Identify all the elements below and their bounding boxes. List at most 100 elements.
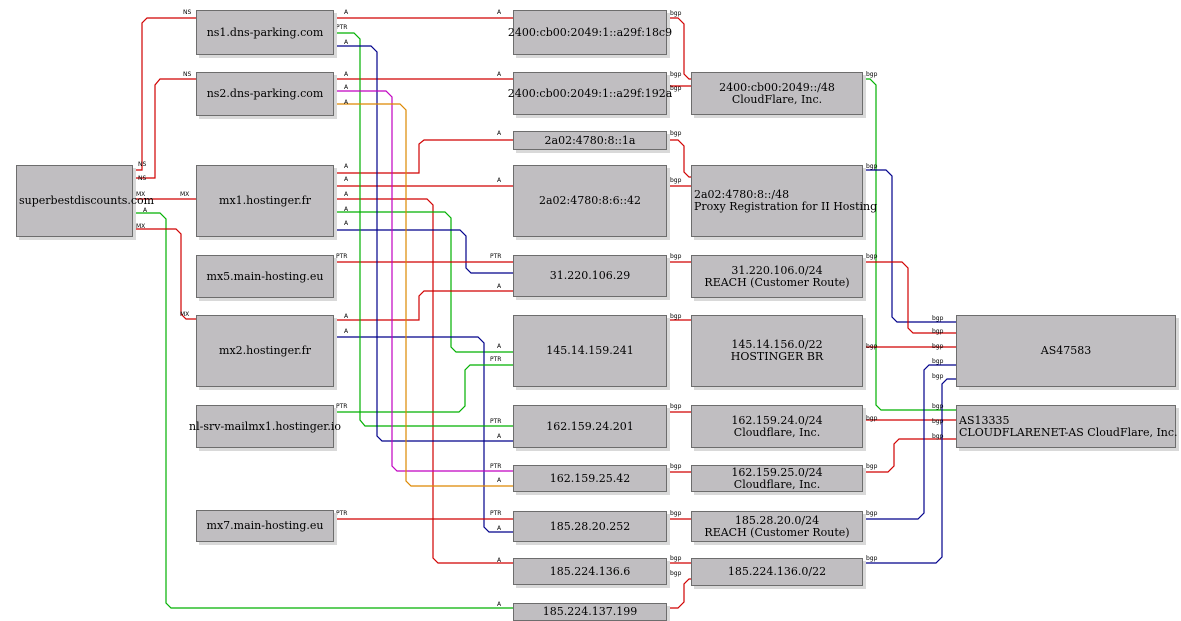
node-label: mx5.main-hosting.eu	[206, 269, 324, 283]
edge-label-ptr: PTR	[336, 24, 347, 31]
edge-label-ptr: PTR	[490, 418, 501, 425]
node-label: 162.159.25.42	[549, 471, 631, 485]
node-nlsrv: nl-srv-mailmx1.hostinger.io	[189, 405, 341, 448]
edge-label-bgp: bgp	[670, 10, 682, 17]
node-mx5: mx5.main-hosting.eu	[196, 255, 334, 298]
edge-label-bgp: bgp	[932, 403, 944, 410]
node-mx7: mx7.main-hosting.eu	[196, 510, 334, 542]
node-pfx-185b: 185.224.136.0/22	[691, 558, 863, 586]
edge-label-bgp: bgp	[670, 253, 682, 260]
edge-label-bgp: bgp	[670, 177, 682, 184]
node-ip-162b: 162.159.25.42	[513, 465, 667, 492]
edge-hs6-as47583	[863, 169, 956, 323]
edge-label-a: A	[143, 207, 148, 214]
node-ip-31: 31.220.106.29	[513, 255, 667, 297]
edge-label-bgp: bgp	[932, 418, 944, 425]
node-label: 185.224.137.199	[542, 605, 638, 618]
edge-label-a: A	[344, 163, 349, 170]
edge-label-bgp: bgp	[670, 570, 682, 577]
edge-162b-as13335	[863, 438, 956, 473]
node-label: 162.159.25.0/24 Cloudflare, Inc.	[731, 465, 823, 491]
node-label: ns2.dns-parking.com	[206, 87, 324, 100]
node-label: 162.159.24.0/24 Cloudflare, Inc.	[731, 413, 823, 439]
edge-label-ptr: PTR	[490, 253, 501, 260]
edge-mx1-145	[334, 211, 513, 353]
node-ns1: ns1.dns-parking.com	[196, 10, 334, 55]
edge-label-a: A	[497, 343, 502, 350]
edge-label-bgp: bgp	[866, 510, 878, 517]
node-ip6-9a: 2400:cb00:2049:1::a29f:192a	[508, 72, 672, 115]
edge-label-a: A	[344, 191, 349, 198]
edge-label-a: A	[497, 130, 502, 137]
node-mx1: mx1.hostinger.fr	[196, 165, 334, 237]
edge-label-bgp: bgp	[670, 403, 682, 410]
edge-mx1-185b	[334, 198, 513, 564]
edge-label-bgp: bgp	[670, 555, 682, 562]
edge-1a-hs6	[667, 139, 691, 178]
edge-label-a: A	[497, 177, 502, 184]
edge-label-bgp: bgp	[866, 163, 878, 170]
edge-label-ptr: PTR	[490, 463, 501, 470]
edge-label-a: A	[344, 39, 349, 46]
edge-label-mx: MX	[136, 223, 145, 230]
node-label: 31.220.106.29	[549, 269, 631, 282]
node-label: 145.14.159.241	[546, 344, 634, 357]
edge-label-ptr: PTR	[490, 510, 501, 517]
edge-ns-ns2	[133, 78, 196, 179]
node-ns2: ns2.dns-parking.com	[196, 72, 334, 116]
edge-label-a: A	[344, 9, 349, 16]
node-mx2: mx2.hostinger.fr	[196, 315, 334, 387]
node-label: 2400:cb00:2049:1::a29f:192a	[507, 86, 673, 100]
edge-label-bgp: bgp	[866, 555, 878, 562]
edge-label-bgp: bgp	[866, 71, 878, 78]
edge-a-185c	[133, 212, 513, 609]
node-ip6-42: 2a02:4780:8:6::42	[513, 165, 667, 237]
node-label: mx7.main-hosting.eu	[206, 519, 324, 532]
edge-label-ptr: PTR	[336, 403, 347, 410]
edge-label-bgp: bgp	[932, 358, 944, 365]
edge-label-a: A	[344, 71, 349, 78]
edge-nl-145	[334, 364, 513, 413]
node-label: superbestdiscounts.com	[19, 194, 155, 207]
node-ip-185b: 185.224.136.6	[513, 558, 667, 585]
edge-ns1-162a	[334, 32, 513, 427]
node-label: 2a02:4780:8::1a	[544, 133, 636, 147]
edge-label-bgp: bgp	[670, 463, 682, 470]
node-label: 2400:cb00:2049:1::a29f:18c9	[507, 25, 673, 39]
edge-label-a: A	[344, 99, 349, 106]
node-pfx-31: 31.220.106.0/24 REACH (Customer Route)	[691, 255, 863, 298]
node-label: 185.224.136.6	[549, 564, 631, 578]
edge-label-a: A	[497, 433, 502, 440]
node-ip-185c: 185.224.137.199	[513, 603, 667, 621]
edge-ns-ns1	[133, 17, 196, 171]
node-label: 185.28.20.0/24 REACH (Customer Route)	[704, 513, 850, 539]
edge-label-a: A	[497, 71, 502, 78]
edge-ns2-162b-b	[334, 103, 513, 487]
edge-label-ptr: PTR	[336, 510, 347, 517]
node-pfx-162b: 162.159.25.0/24 Cloudflare, Inc.	[691, 465, 863, 492]
edge-label-a: A	[497, 283, 502, 290]
edge-label-a: A	[344, 206, 349, 213]
edge-label-a: A	[344, 176, 349, 183]
node-ip6-c9: 2400:cb00:2049:1::a29f:18c9	[508, 10, 672, 55]
node-as13335: AS13335 CLOUDFLARENET-AS CloudFlare, Inc…	[956, 405, 1178, 448]
node-label: AS13335 CLOUDFLARENET-AS CloudFlare, Inc…	[959, 413, 1178, 439]
edge-label-bgp: bgp	[866, 253, 878, 260]
edge-label-a: A	[344, 328, 349, 335]
node-label: 162.159.24.201	[546, 419, 634, 433]
node-pfx-185a: 185.28.20.0/24 REACH (Customer Route)	[691, 511, 863, 542]
edge-label-a: A	[344, 313, 349, 320]
edge-label-bgp: bgp	[670, 85, 682, 92]
edge-label-mx: MX	[180, 311, 189, 318]
edge-label-bgp: bgp	[932, 315, 944, 322]
edge-label-bgp: bgp	[866, 343, 878, 350]
edge-label-bgp: bgp	[932, 433, 944, 440]
node-label: 2a02:4780:8::/48 Proxy Registration for …	[694, 188, 878, 213]
edge-label-ptr: PTR	[490, 356, 501, 363]
edge-label-a: A	[344, 220, 349, 227]
edge-label-ns: NS	[183, 9, 191, 16]
node-as47583: AS47583	[956, 315, 1176, 387]
edge-label-bgp: bgp	[866, 415, 878, 422]
node-label: ns1.dns-parking.com	[206, 25, 324, 39]
